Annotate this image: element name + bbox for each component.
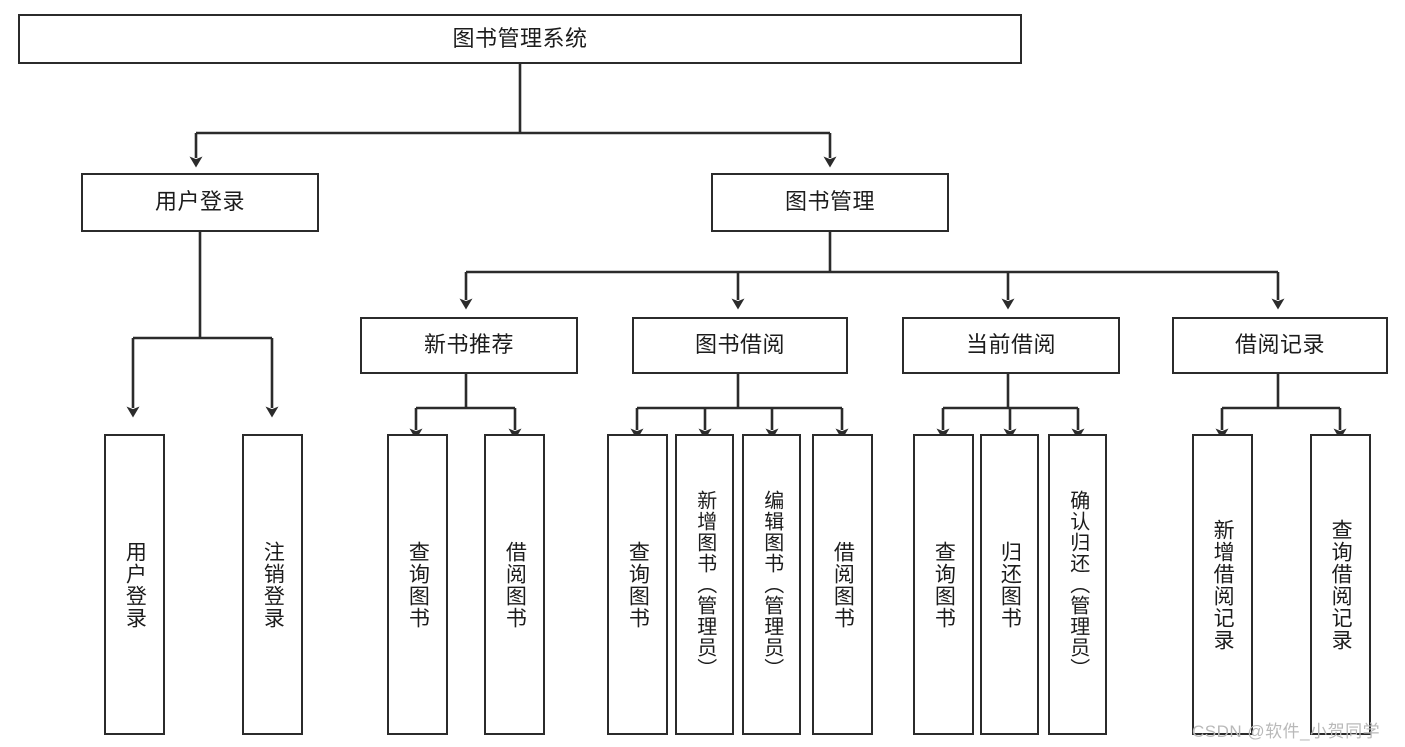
node-book-borrow-label: 图书借阅: [694, 332, 785, 358]
connector-userlogin-to-leaves: [126, 232, 279, 418]
node-leaf-borrow-book-2-label: 借阅图书: [831, 540, 855, 629]
node-leaf-add-book[interactable]: 新增图书（管理员）: [675, 434, 734, 735]
connector-borrowrecord-to-leaves: [1215, 374, 1347, 440]
node-leaf-user-logout-label: 注销登录: [261, 540, 285, 629]
node-new-book-recommend-label: 新书推荐: [423, 332, 514, 358]
node-new-book-recommend[interactable]: 新书推荐: [360, 317, 578, 374]
node-leaf-query-record[interactable]: 查询借阅记录: [1310, 434, 1371, 735]
node-leaf-query-book-2-label: 查询图书: [626, 540, 650, 629]
node-user-login[interactable]: 用户登录: [81, 173, 319, 232]
csdn-watermark: CSDN @软件_小贺同学: [1192, 722, 1381, 741]
node-root[interactable]: 图书管理系统: [18, 14, 1022, 64]
node-user-login-label: 用户登录: [154, 189, 245, 215]
node-leaf-return-book-label: 归还图书: [998, 540, 1022, 629]
node-leaf-query-book-1-label: 查询图书: [406, 540, 430, 629]
node-current-borrow[interactable]: 当前借阅: [902, 317, 1120, 374]
connector-bookborrow-to-leaves: [630, 374, 849, 440]
connector-currentborrow-to-leaves: [936, 374, 1085, 440]
node-borrow-record[interactable]: 借阅记录: [1172, 317, 1388, 374]
node-leaf-query-book-1[interactable]: 查询图书: [387, 434, 448, 735]
connector-root-to-level1: [189, 64, 837, 168]
node-leaf-user-login[interactable]: 用户登录: [104, 434, 165, 735]
node-current-borrow-label: 当前借阅: [965, 332, 1056, 358]
node-leaf-query-book-2[interactable]: 查询图书: [607, 434, 668, 735]
node-leaf-edit-book[interactable]: 编辑图书（管理员）: [742, 434, 801, 735]
node-root-label: 图书管理系统: [452, 25, 588, 51]
node-book-borrow[interactable]: 图书借阅: [632, 317, 848, 374]
node-leaf-borrow-book-1-label: 借阅图书: [503, 540, 527, 629]
node-leaf-user-logout[interactable]: 注销登录: [242, 434, 303, 735]
node-leaf-edit-book-label: 编辑图书（管理员）: [760, 490, 783, 679]
connector-newbook-to-leaves: [409, 374, 522, 440]
node-leaf-borrow-book-2[interactable]: 借阅图书: [812, 434, 873, 735]
connector-bookmanage-to-level2: [459, 232, 1285, 310]
node-leaf-query-book-3-label: 查询图书: [932, 540, 956, 629]
node-book-manage-label: 图书管理: [784, 189, 875, 215]
node-leaf-add-book-label: 新增图书（管理员）: [693, 490, 716, 679]
node-leaf-confirm-return-label: 确认归还（管理员）: [1066, 490, 1089, 679]
node-leaf-query-record-label: 查询借阅记录: [1329, 518, 1353, 651]
node-leaf-add-record[interactable]: 新增借阅记录: [1192, 434, 1253, 735]
node-borrow-record-label: 借阅记录: [1234, 332, 1325, 358]
node-leaf-confirm-return[interactable]: 确认归还（管理员）: [1048, 434, 1107, 735]
node-leaf-query-book-3[interactable]: 查询图书: [913, 434, 974, 735]
node-leaf-borrow-book-1[interactable]: 借阅图书: [484, 434, 545, 735]
node-leaf-add-record-label: 新增借阅记录: [1211, 518, 1235, 651]
node-book-manage[interactable]: 图书管理: [711, 173, 949, 232]
node-leaf-return-book[interactable]: 归还图书: [980, 434, 1039, 735]
node-leaf-user-login-label: 用户登录: [123, 540, 147, 629]
